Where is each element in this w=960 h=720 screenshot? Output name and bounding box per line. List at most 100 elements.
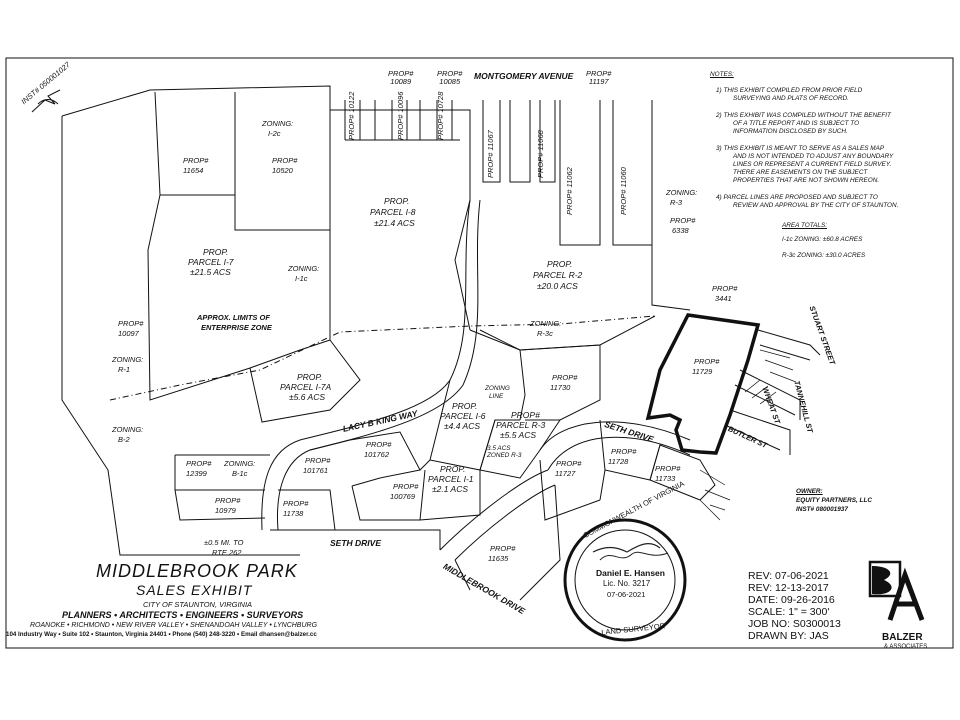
title-line-1: MIDDLEBROOK PARK [96,561,298,581]
prop-11729-heading: PROP# [694,357,720,366]
prop-10728-label: PROP# 10728 [436,91,445,140]
rev-job: JOB NO: S0300013 [748,618,841,630]
prop-11730-heading: PROP# [552,373,578,382]
parcel-i1-acres: ±2.1 ACS [432,484,469,494]
zoning-line-label-2: LINE [489,393,504,400]
parcel-i7-heading: PROP. [203,247,229,257]
parcel-r3-zoned-acres: 3.5 ACS [487,445,511,452]
firm-offices: ROANOKE • RICHMOND • NEW RIVER VALLEY • … [30,622,318,629]
note-3-line-5: PROPERTIES THAT ARE NOT SHOWN HEREON. [733,177,880,184]
rev-2: REV: 12-13-2017 [748,582,829,594]
prop-10096-label: PROP# 10096 [396,91,405,140]
prop-11729-value: 11729 [692,367,713,376]
prop-11068-label: PROP# 11068 [536,130,545,178]
prop-3441-heading: PROP# [712,284,738,293]
title-city: CITY OF STAUNTON, VIRGINIA [143,600,253,609]
prop-101762-heading: PROP# [366,440,392,449]
balzer-logo [862,558,926,638]
prop-11060-label: PROP# 11060 [619,167,628,215]
parcel-i7a-heading: PROP. [297,372,323,382]
parcel-i1-name: PARCEL I-1 [428,474,474,484]
zoning-i2c-heading: ZONING: [262,119,294,128]
prop-11733-value: 11733 [655,474,676,483]
notes-heading: NOTES: [710,71,734,78]
zoning-r1-value: R-1 [118,365,131,374]
note-2-line-2: OF A TITLE REPORT AND IS SUBJECT TO [733,120,860,127]
note-4-line-2: REVIEW AND APPROVAL BY THE CITY OF STAUN… [733,202,899,209]
owner-inst: INST# 080001937 [796,506,848,513]
prop-10122-label: PROP# 10122 [347,91,356,140]
prop-11733-heading: PROP# [655,464,681,473]
prop-10097-heading: PROP# [118,319,144,328]
rev-drawn: DRAWN BY: JAS [748,630,829,642]
seth-drive-bottom-label: SETH DRIVE [330,538,382,548]
prop-6338-value: 6338 [672,226,689,235]
rev-1: REV: 07-06-2021 [748,570,829,582]
note-3-line-2: AND IS NOT INTENDED TO ADJUST ANY BOUNDA… [733,153,894,160]
note-4-line-1: 4) PARCEL LINES ARE PROPOSED AND SUBJECT… [716,194,878,201]
parcel-r2-heading: PROP. [547,259,573,269]
owner-heading: OWNER: [796,488,823,495]
owner-name: EQUITY PARTNERS, LLC [796,497,872,504]
parcel-i7a-name: PARCEL I-7A [280,382,332,392]
parcel-r3-name: PARCEL R-3 [496,420,546,430]
zoning-b1c-heading: ZONING: [224,459,256,468]
prop-11635-value: 11635 [488,554,509,563]
prop-12399-heading: PROP# [186,459,212,468]
area-totals-heading: AREA TOTALS: [782,222,827,229]
seal-license: Lic. No. 3217 [603,579,651,588]
parcel-i6-name: PARCEL I-6 [440,411,486,421]
parcel-i8-heading: PROP. [384,196,410,206]
note-3-line-4: THERE ARE EASEMENTS ON THE SUBJECT [733,169,868,176]
prop-12399-value: 12399 [186,469,207,478]
zoning-b2-heading: ZONING: [112,425,144,434]
zoning-r3c-heading: ZONING: [530,319,562,328]
rte-262-distance: ±0.5 MI. TO [204,538,244,547]
zoning-b1c-value: B-1c [232,469,248,478]
prop-11727-value: 11727 [555,469,576,478]
prop-10089-label: PROP# 10089 [388,69,414,86]
parcel-lines [61,85,821,601]
prop-3441-value: 3441 [715,294,732,303]
parcel-i8-name: PARCEL I-8 [370,207,416,217]
area-total-i1c: I-1c ZONING: ±60.8 ACRES [782,236,863,243]
zoning-r3-value: R-3 [670,198,683,207]
parcel-r2-acres: ±20.0 ACS [537,281,578,291]
zoning-r3-heading: ZONING: [666,188,698,197]
firm-services: PLANNERS • ARCHITECTS • ENGINEERS • SURV… [62,610,304,620]
prop-10979-value: 10979 [215,506,236,515]
parcel-i6-acres: ±4.4 ACS [444,421,481,431]
zoning-r3c-value: R-3c [537,329,553,338]
enterprise-zone-line1: APPROX. LIMITS OF [197,313,270,322]
parcel-i6-heading: PROP. [452,401,478,411]
rev-date: DATE: 09-26-2016 [748,594,835,606]
balzer-sub: & ASSOCIATES [884,644,928,650]
parcel-r3-acres: ±5.5 ACS [500,430,537,440]
seal-surveyor-name: Daniel E. Hansen [596,568,665,578]
prop-11738-heading: PROP# [283,499,309,508]
parcel-i7-acres: ±21.5 ACS [190,267,231,277]
parcel-i7a-acres: ±5.6 ACS [289,392,326,402]
prop-11654-heading: PROP# [183,156,209,165]
prop-101761-heading: PROP# [305,456,331,465]
title-line-2: SALES EXHIBIT [136,582,253,598]
parcel-i8-acres: ±21.4 ACS [374,218,415,228]
prop-11197-label: PROP# 11197 [586,69,612,86]
prop-11727-heading: PROP# [556,459,582,468]
note-1-line-1: 1) THIS EXHIBIT COMPILED FROM PRIOR FIEL… [716,87,863,94]
parcel-i1-heading: PROP. [440,464,466,474]
north-arrow-icon [31,89,61,113]
parcel-r2-name: PARCEL R-2 [533,270,583,280]
zoning-i1c-value: I-1c [295,274,308,283]
prop-6338-heading: PROP# [670,216,696,225]
prop-10520-heading: PROP# [272,156,298,165]
balzer-wordmark: BALZER [882,632,923,643]
prop-100769-value: 100769 [390,492,416,501]
rev-scale: SCALE: 1" = 300' [748,606,830,618]
prop-101762-value: 101762 [364,450,390,459]
surveyor-seal [563,518,687,642]
prop-11728-value: 11728 [608,457,629,466]
note-3-line-3: LINES OR REPRESENT A CURRENT FIELD SURVE… [733,161,892,168]
prop-11730-value: 11730 [550,383,571,392]
